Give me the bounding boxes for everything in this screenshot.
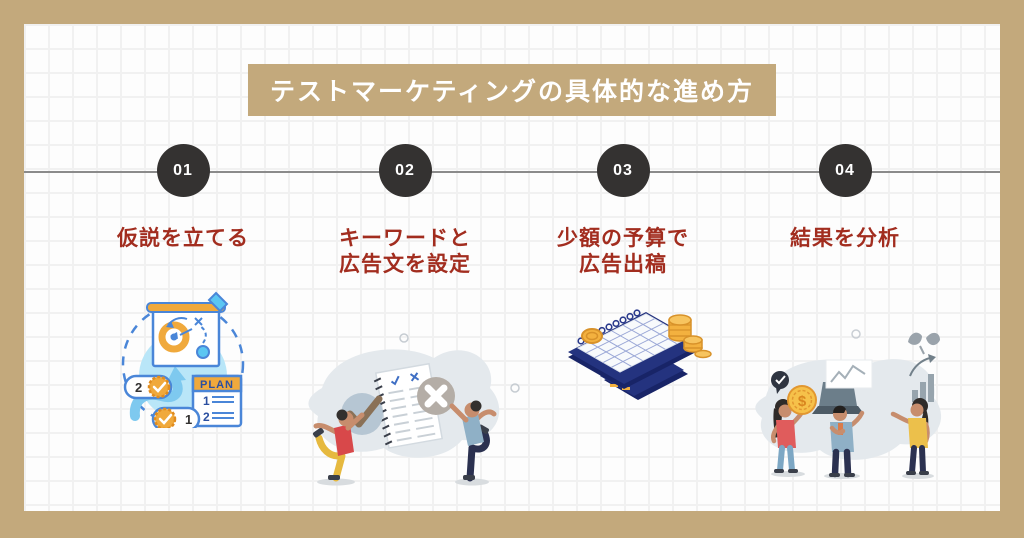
step-3-label: 少額の予算で 広告出稿	[557, 227, 689, 276]
svg-text:2: 2	[203, 410, 210, 424]
strategy-board-icon: PLAN 1 2 2 1	[121, 291, 245, 432]
deco-circle	[510, 383, 520, 393]
step-4-number-badge: 04	[818, 144, 872, 197]
person-middle-man	[829, 405, 865, 478]
step-3: 03 少額の予算で 広告出稿	[513, 144, 733, 278]
check-badge-icon	[147, 375, 171, 399]
step-2: 02 キーワードと 広告文を設定	[295, 144, 515, 278]
calendar-coins-icon	[568, 309, 712, 400]
leaves-icon	[908, 332, 940, 355]
target-icon	[158, 321, 190, 353]
step-4: 04 結果を分析	[735, 144, 955, 252]
speech-bubble-check-icon	[771, 371, 789, 394]
step-1: 01 仮説を立てる	[73, 144, 293, 252]
shadow	[317, 478, 355, 486]
hypothesis-plan-illustration: PLAN 1 2 2 1	[113, 288, 253, 433]
small-budget-ads-illustration	[558, 288, 713, 415]
coin-icon	[581, 328, 603, 344]
pencil-icon	[207, 291, 229, 313]
page-title: テストマーケティングの具体的な進め方	[247, 64, 777, 116]
person-right	[449, 400, 497, 482]
dollar-coin-icon: $	[787, 385, 817, 415]
step-3-number-badge: 03	[596, 144, 650, 197]
svg-text:$: $	[798, 393, 807, 410]
svg-text:1: 1	[185, 412, 192, 427]
analysis-team-icon: $	[755, 329, 942, 479]
shadow	[455, 478, 489, 486]
line-chart-card	[825, 359, 873, 389]
deco-circle	[851, 329, 861, 339]
coin-stack-icon	[668, 314, 712, 359]
timeline-line	[24, 171, 1000, 173]
person-left-woman	[770, 399, 807, 473]
analyze-results-illustration: $	[736, 324, 961, 499]
step-1-label: 仮説を立てる	[117, 227, 249, 250]
step-2-label: キーワードと 広告文を設定	[339, 227, 471, 276]
bar-chart-growth-icon	[909, 354, 936, 402]
svg-text:2: 2	[135, 380, 142, 395]
person-right-woman	[890, 398, 930, 475]
grid-canvas: テストマーケティングの具体的な進め方 01 仮説を立てる 02 キーワードと 広…	[24, 24, 1000, 511]
person-left	[312, 409, 365, 482]
deco-circle	[399, 333, 409, 343]
svg-text:1: 1	[203, 394, 210, 408]
plan-card-title: PLAN	[200, 379, 234, 391]
check-x-people-icon	[308, 333, 520, 486]
keywords-ad-copy-illustration	[286, 324, 521, 501]
step-4-label: 結果を分析	[790, 227, 900, 250]
step-2-number-badge: 02	[378, 144, 432, 197]
step-1-number-badge: 01	[156, 144, 210, 197]
